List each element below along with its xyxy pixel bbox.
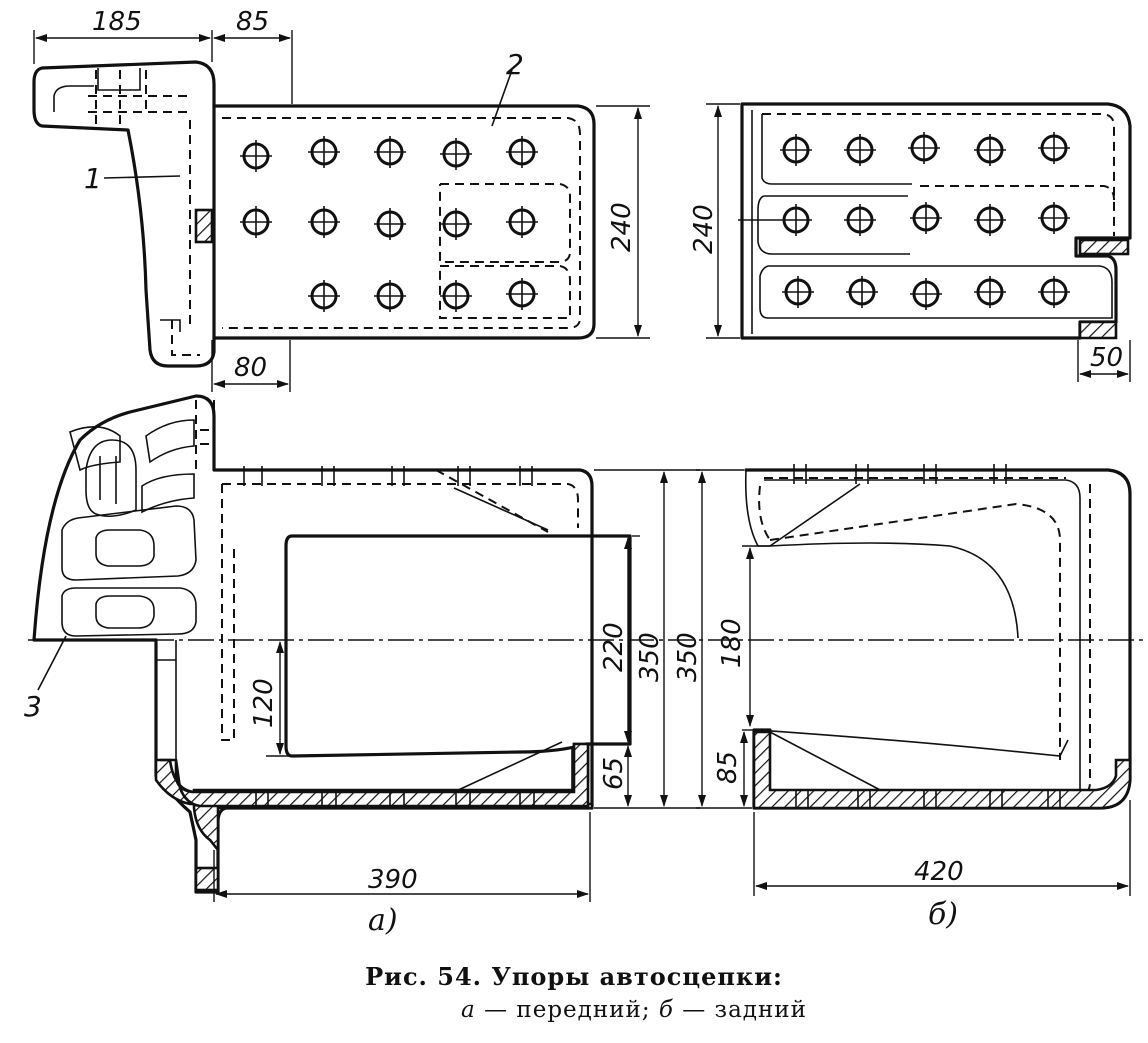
rear-plate-holes <box>738 132 1070 310</box>
dim-80: 80 <box>234 353 267 383</box>
dim-185: 185 <box>92 7 142 37</box>
view-label-front: а) <box>368 903 398 938</box>
caption-b-text: — задний <box>673 997 807 1023</box>
dim-180: 180 <box>717 618 747 668</box>
part-label-3: 3 <box>24 690 42 723</box>
dim-240-rear: 240 <box>689 204 719 254</box>
front-plate-holes <box>240 136 538 312</box>
dim-85-rear: 85 <box>713 751 743 784</box>
dim-50: 50 <box>1090 343 1123 373</box>
figure-caption: Рис. 54. Упоры автосцепки: а — передний;… <box>0 962 1148 1023</box>
dim-120: 120 <box>249 678 279 728</box>
dim-85: 85 <box>236 7 269 37</box>
caption-a-letter: а <box>461 997 476 1023</box>
part-label-1: 1 <box>84 162 102 195</box>
caption-title: Рис. 54. Упоры автосцепки: <box>365 962 783 991</box>
dim-240-front: 240 <box>607 202 637 252</box>
front-stop-side-view <box>28 394 1148 902</box>
dim-350-front: 350 <box>635 632 665 682</box>
dim-65: 65 <box>599 757 629 790</box>
dim-420: 420 <box>914 857 964 887</box>
dimension-labels: 185 85 80 50 390 420 240 240 220 350 350… <box>92 7 1123 895</box>
front-stop-top-view <box>32 30 650 392</box>
rear-stop-top-view <box>706 102 1132 382</box>
dim-390: 390 <box>368 865 418 895</box>
rear-stop-side-view <box>696 464 1132 896</box>
view-labels: а) б) <box>368 897 958 938</box>
caption-a-text: — передний; <box>475 997 659 1023</box>
dim-220: 220 <box>599 622 629 672</box>
part-labels: 1 2 3 <box>24 48 524 723</box>
part-label-2: 2 <box>506 48 524 81</box>
caption-b-letter: б <box>658 997 674 1023</box>
caption-legend: а — передний; б — задний <box>0 997 1148 1023</box>
view-label-rear: б) <box>928 897 958 932</box>
dim-350-rear: 350 <box>673 632 703 682</box>
